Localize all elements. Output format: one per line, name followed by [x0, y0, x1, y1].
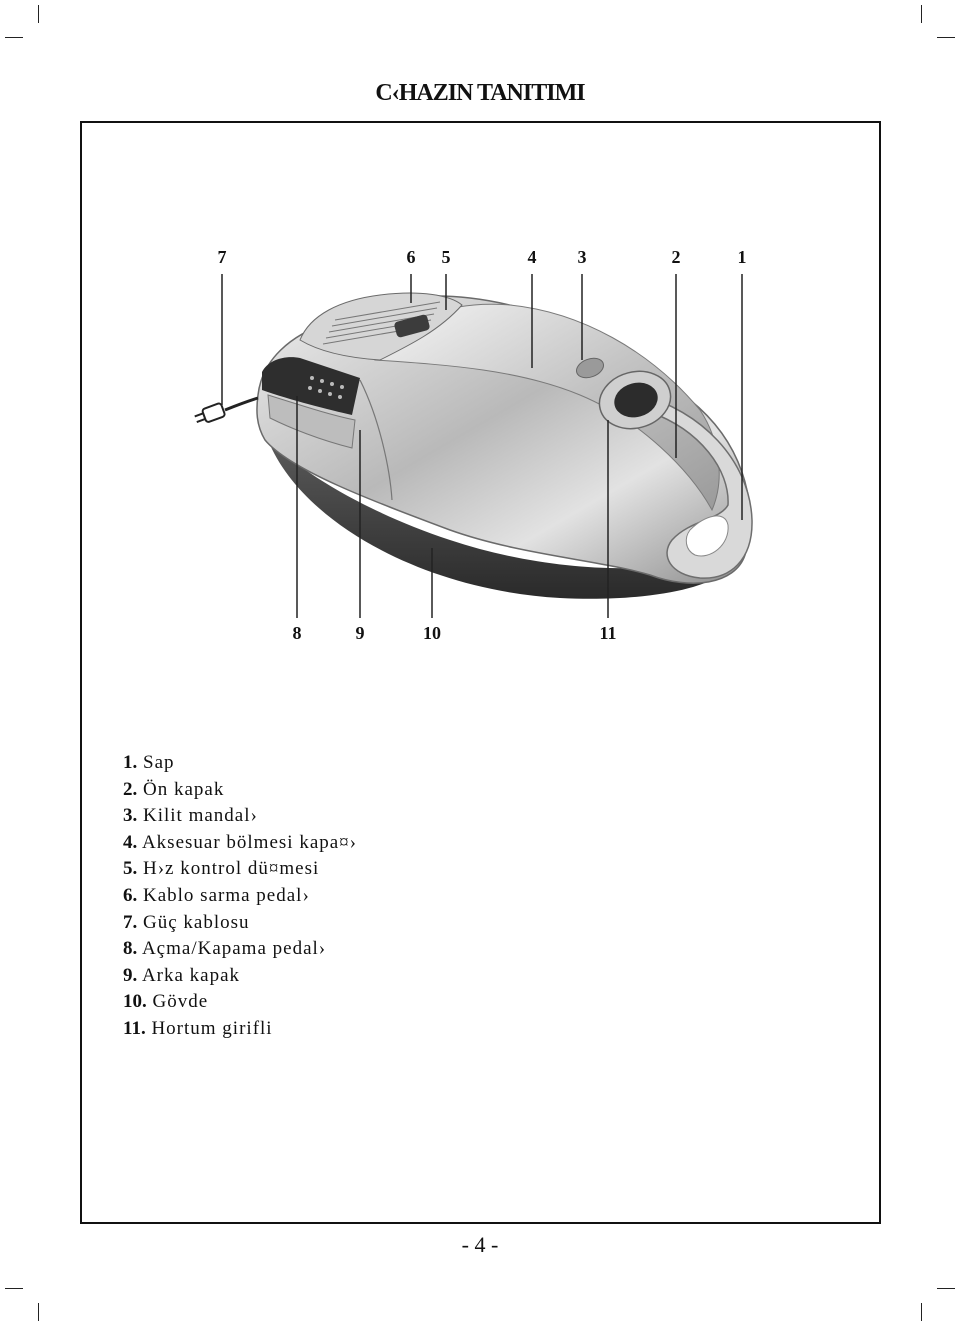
list-item: 11. Hortum girifli — [123, 1017, 273, 1039]
crop-mark — [921, 1303, 922, 1321]
callout-11: 11 — [599, 623, 617, 643]
rear-cover — [267, 394, 356, 449]
speed-control — [394, 314, 430, 338]
vacuum-cleaner-illustration — [194, 274, 753, 618]
crop-mark — [38, 1303, 39, 1321]
callout-5: 5 — [441, 247, 451, 267]
crop-mark — [937, 1288, 955, 1289]
list-item: 5. H›z kontrol dü¤mesi — [123, 858, 320, 880]
list-item: 3. Kilit mandal› — [123, 805, 258, 827]
page-title: C‹HAZIN TANITIMI — [375, 80, 585, 106]
control-buttons — [308, 376, 344, 399]
content-frame — [80, 121, 881, 1224]
power-cord — [224, 396, 259, 412]
list-item: 9. Arka kapak — [123, 964, 241, 986]
callout-10: 10 — [423, 623, 441, 643]
callout-6: 6 — [406, 247, 416, 267]
hose-inlet-opening — [614, 382, 658, 418]
handle-grip-opening — [685, 515, 729, 557]
crop-mark — [5, 37, 23, 38]
plug-icon — [194, 402, 226, 423]
list-item: 7. Güç kablosu — [123, 911, 250, 933]
leader-lines-top — [221, 274, 743, 520]
vent-grille — [322, 301, 441, 345]
list-item: 4. Aksesuar bölmesi kapa¤› — [123, 831, 358, 853]
callout-7: 7 — [217, 247, 227, 267]
callout-3: 3 — [577, 247, 587, 267]
crop-mark — [921, 5, 922, 23]
callout-9: 9 — [355, 623, 365, 643]
callout-8: 8 — [292, 623, 302, 643]
page-number: - 4 - — [461, 1232, 499, 1257]
list-item: 10. Gövde — [123, 991, 209, 1013]
callout-4: 4 — [527, 247, 537, 267]
control-panel — [262, 357, 360, 415]
crop-mark — [937, 37, 955, 38]
rear-housing — [299, 292, 463, 361]
list-item: 2. Ön kapak — [123, 778, 225, 800]
crop-mark — [38, 5, 39, 23]
body-seam — [359, 379, 393, 501]
list-item: 8. Açma/Kapama pedal› — [123, 938, 327, 960]
parts-list: 1. Sap 2. Ön kapak 3. Kilit mandal› 4. A… — [123, 750, 357, 1043]
list-item: 6. Kablo sarma pedal› — [123, 884, 310, 906]
leader-lines-bottom — [296, 396, 609, 618]
latch — [575, 357, 605, 379]
crop-mark — [5, 1288, 23, 1289]
callout-1: 1 — [737, 247, 747, 267]
body-base — [268, 440, 720, 599]
list-item: 1. Sap — [123, 752, 175, 773]
callout-2: 2 — [671, 247, 681, 267]
